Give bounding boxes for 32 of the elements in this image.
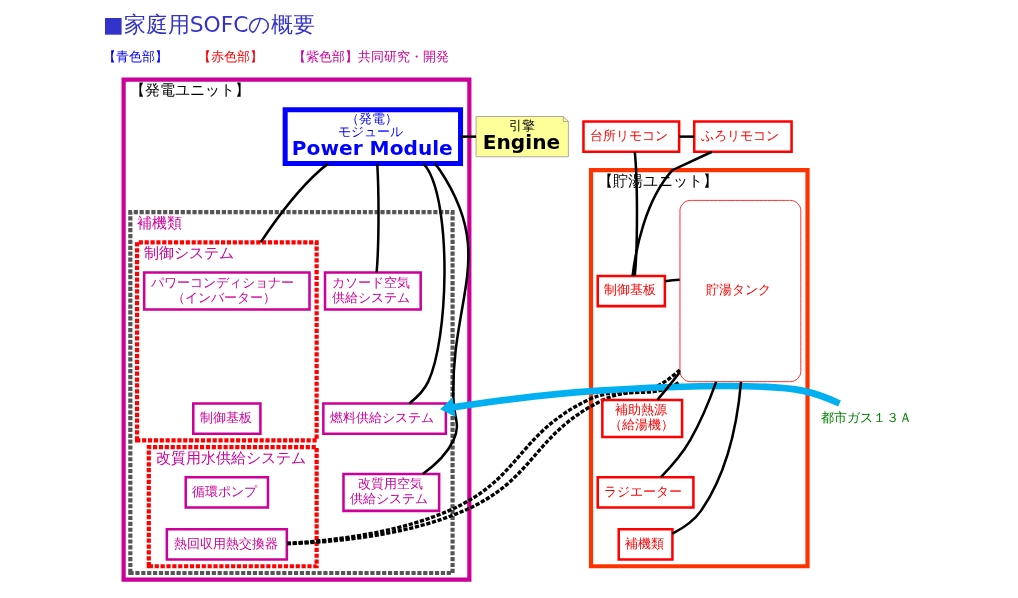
node-box: 台所リモコン [582,120,681,153]
node-box: 貯湯タンク [679,200,802,383]
node-box: （発電）モジュール Power Module [282,107,464,166]
node-box: 補機類 [617,528,674,561]
connector [408,162,446,405]
connector [671,381,743,535]
connector [633,151,639,276]
connector [422,162,470,475]
node-box: 補助熱源（給湯機） [601,398,684,439]
node-box: 制御基板 [596,274,667,308]
label: 【青色部】 [103,48,169,64]
diagram-title: ■家庭用SOFCの概要 [103,12,316,38]
connector [656,371,681,401]
node-box: 改質用空気供給システム [342,472,441,513]
connector [660,381,718,478]
node-box: ラジエーター [596,476,695,509]
node-box: 制御基板 [192,402,262,435]
connector [460,135,477,138]
label: 【赤色部】 [197,48,263,64]
node-box: 燃料供給システム [322,402,448,435]
node-box: ふろリモコン [693,120,793,153]
label: 【紫色部】共同研究・開発 [293,48,450,64]
node-box: カソード空気供給システム [323,271,422,311]
connector [664,278,680,283]
node-text: 都市ガス１３Ａ [820,409,912,425]
arrow [440,382,841,417]
connector [679,135,695,138]
connector [259,162,329,244]
node-box: パワーコンディショナー（インバーター） [142,271,311,311]
node-box: 熱回収用熱交換器 [165,528,289,561]
connector [375,163,380,273]
node-box: 循環ポンプ [184,476,270,509]
